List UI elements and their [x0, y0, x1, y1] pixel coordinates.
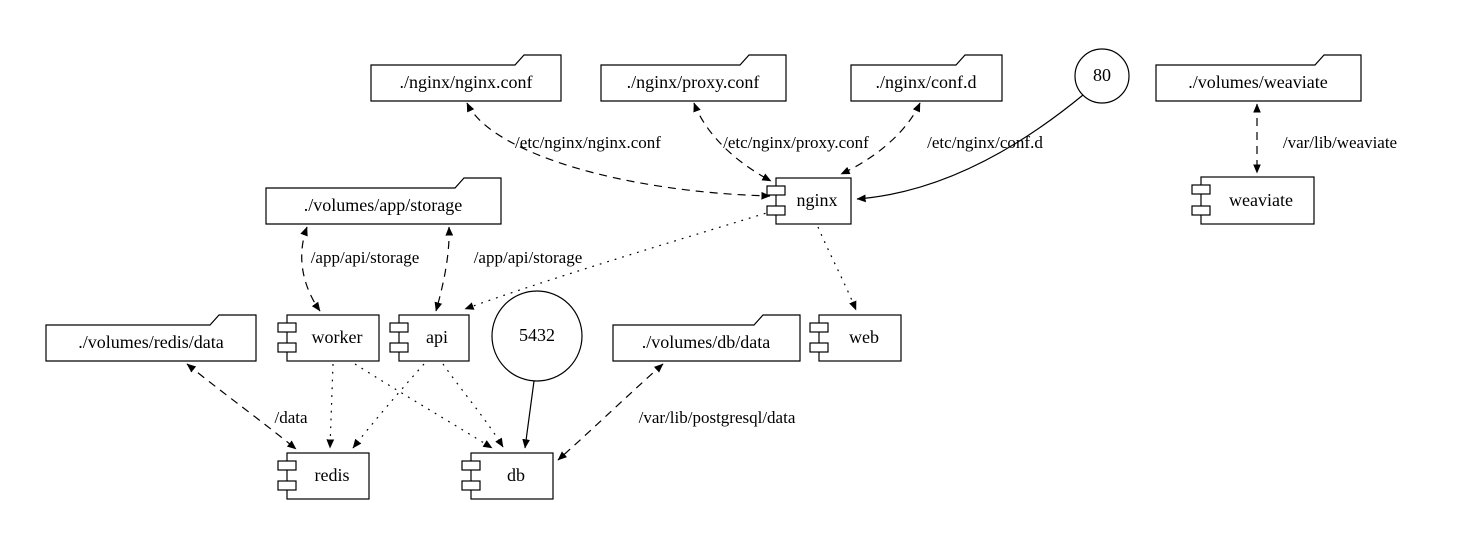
node-label: nginx [796, 190, 837, 210]
component-tab-icon [277, 322, 297, 333]
edge-nginx-conf-to-nginx [466, 102, 771, 200]
component-box [398, 314, 470, 362]
component-box [286, 452, 370, 500]
node-port-80: 80 [1074, 48, 1130, 104]
edge-label-db-mount: /var/lib/postgresql/data [639, 408, 796, 427]
component-tab-icon [277, 342, 297, 353]
edge-worker-to-redis [326, 363, 335, 449]
nodes-layer: ./nginx/nginx.conf ./nginx/proxy.conf ./… [45, 48, 1362, 500]
node-service-db: db [461, 452, 554, 500]
node-label: ./volumes/app/storage [304, 195, 462, 215]
component-tab-icon [461, 460, 481, 471]
node-label: web [849, 327, 879, 347]
node-app-storage-volume: ./volumes/app/storage [265, 177, 502, 225]
edge-label-nginx-conf-mount: /etc/nginx/nginx.conf [515, 133, 661, 152]
component-box [1200, 176, 1315, 225]
edge-label-worker-storage-mount: /app/api/storage [311, 248, 420, 267]
edge-storage-to-worker [300, 226, 321, 312]
node-label: 80 [1093, 65, 1111, 85]
edge-storage-to-api [434, 226, 454, 312]
node-label: db [507, 465, 525, 485]
edges-layer [186, 94, 1261, 461]
component-tab-icon [1191, 184, 1211, 195]
node-port-5432: 5432 [491, 290, 583, 382]
edge-label-conf-d-mount: /etc/nginx/conf.d [927, 133, 1043, 152]
edge-label-weaviate-mount: /var/lib/weaviate [1283, 133, 1397, 152]
edge-nginx-to-web [817, 226, 857, 311]
folder-icon [1155, 54, 1362, 102]
node-label: worker [312, 327, 363, 347]
component-tab-icon [277, 480, 297, 491]
edge-port80-to-nginx [856, 94, 1084, 203]
node-label: ./nginx/nginx.conf [400, 72, 533, 92]
component-tab-icon [389, 322, 409, 333]
node-label: ./volumes/db/data [642, 332, 770, 352]
node-label: ./nginx/conf.d [876, 72, 977, 92]
folder-icon [265, 177, 502, 225]
node-service-web: web [809, 314, 902, 362]
component-tab-icon [461, 480, 481, 491]
node-service-nginx: nginx [766, 177, 852, 225]
node-proxy-conf-volume: ./nginx/proxy.conf [600, 54, 787, 102]
folder-icon [850, 54, 1003, 102]
component-tab-icon [809, 342, 829, 353]
component-tab-icon [1191, 205, 1211, 216]
node-label: ./nginx/proxy.conf [627, 72, 760, 92]
component-tab-icon [389, 342, 409, 353]
edge-proxy-conf-to-nginx [693, 102, 772, 182]
node-service-api: api [389, 314, 470, 362]
edge-label-api-storage-mount: /app/api/storage [474, 248, 583, 267]
component-box [818, 314, 902, 362]
node-label: weaviate [1229, 190, 1293, 210]
edge-label-redis-mount: /data [274, 408, 307, 427]
component-box [286, 314, 380, 362]
edge-redis-data-to-redis [186, 363, 297, 450]
node-weaviate-volume: ./volumes/weaviate [1155, 54, 1362, 102]
folder-icon [370, 54, 562, 102]
node-db-data-volume: ./volumes/db/data [612, 314, 801, 362]
component-box [775, 177, 852, 225]
edge-db-data-to-db [557, 363, 664, 461]
node-service-worker: worker [277, 314, 380, 362]
edge-nginx-to-api [464, 210, 774, 310]
edge-label-proxy-conf-mount: /etc/nginx/proxy.conf [723, 133, 869, 152]
node-label: 5432 [519, 325, 555, 345]
component-tab-icon [809, 322, 829, 333]
edge-labels-layer: /etc/nginx/nginx.conf /etc/nginx/proxy.c… [274, 133, 1397, 427]
edge-worker-to-db [354, 363, 493, 449]
node-redis-data-volume: ./volumes/redis/data [45, 314, 257, 362]
edge-port5432-to-db [522, 380, 535, 449]
component-box [470, 452, 554, 500]
node-service-weaviate: weaviate [1191, 176, 1315, 225]
component-tab-icon [766, 185, 786, 196]
node-nginx-conf-volume: ./nginx/nginx.conf [370, 54, 562, 102]
component-tab-icon [766, 205, 786, 216]
node-label: redis [315, 465, 350, 485]
edge-api-to-db [442, 363, 504, 448]
node-label: ./volumes/redis/data [78, 332, 223, 352]
port-circle-icon [1074, 48, 1130, 104]
folder-icon [612, 314, 801, 362]
edge-api-to-redis [352, 363, 425, 449]
component-tab-icon [277, 460, 297, 471]
port-circle-icon [491, 290, 583, 382]
folder-icon [600, 54, 787, 102]
node-label: api [426, 327, 448, 347]
node-service-redis: redis [277, 452, 370, 500]
node-conf-d-volume: ./nginx/conf.d [850, 54, 1003, 102]
node-label: ./volumes/weaviate [1188, 72, 1327, 92]
folder-icon [45, 314, 257, 362]
